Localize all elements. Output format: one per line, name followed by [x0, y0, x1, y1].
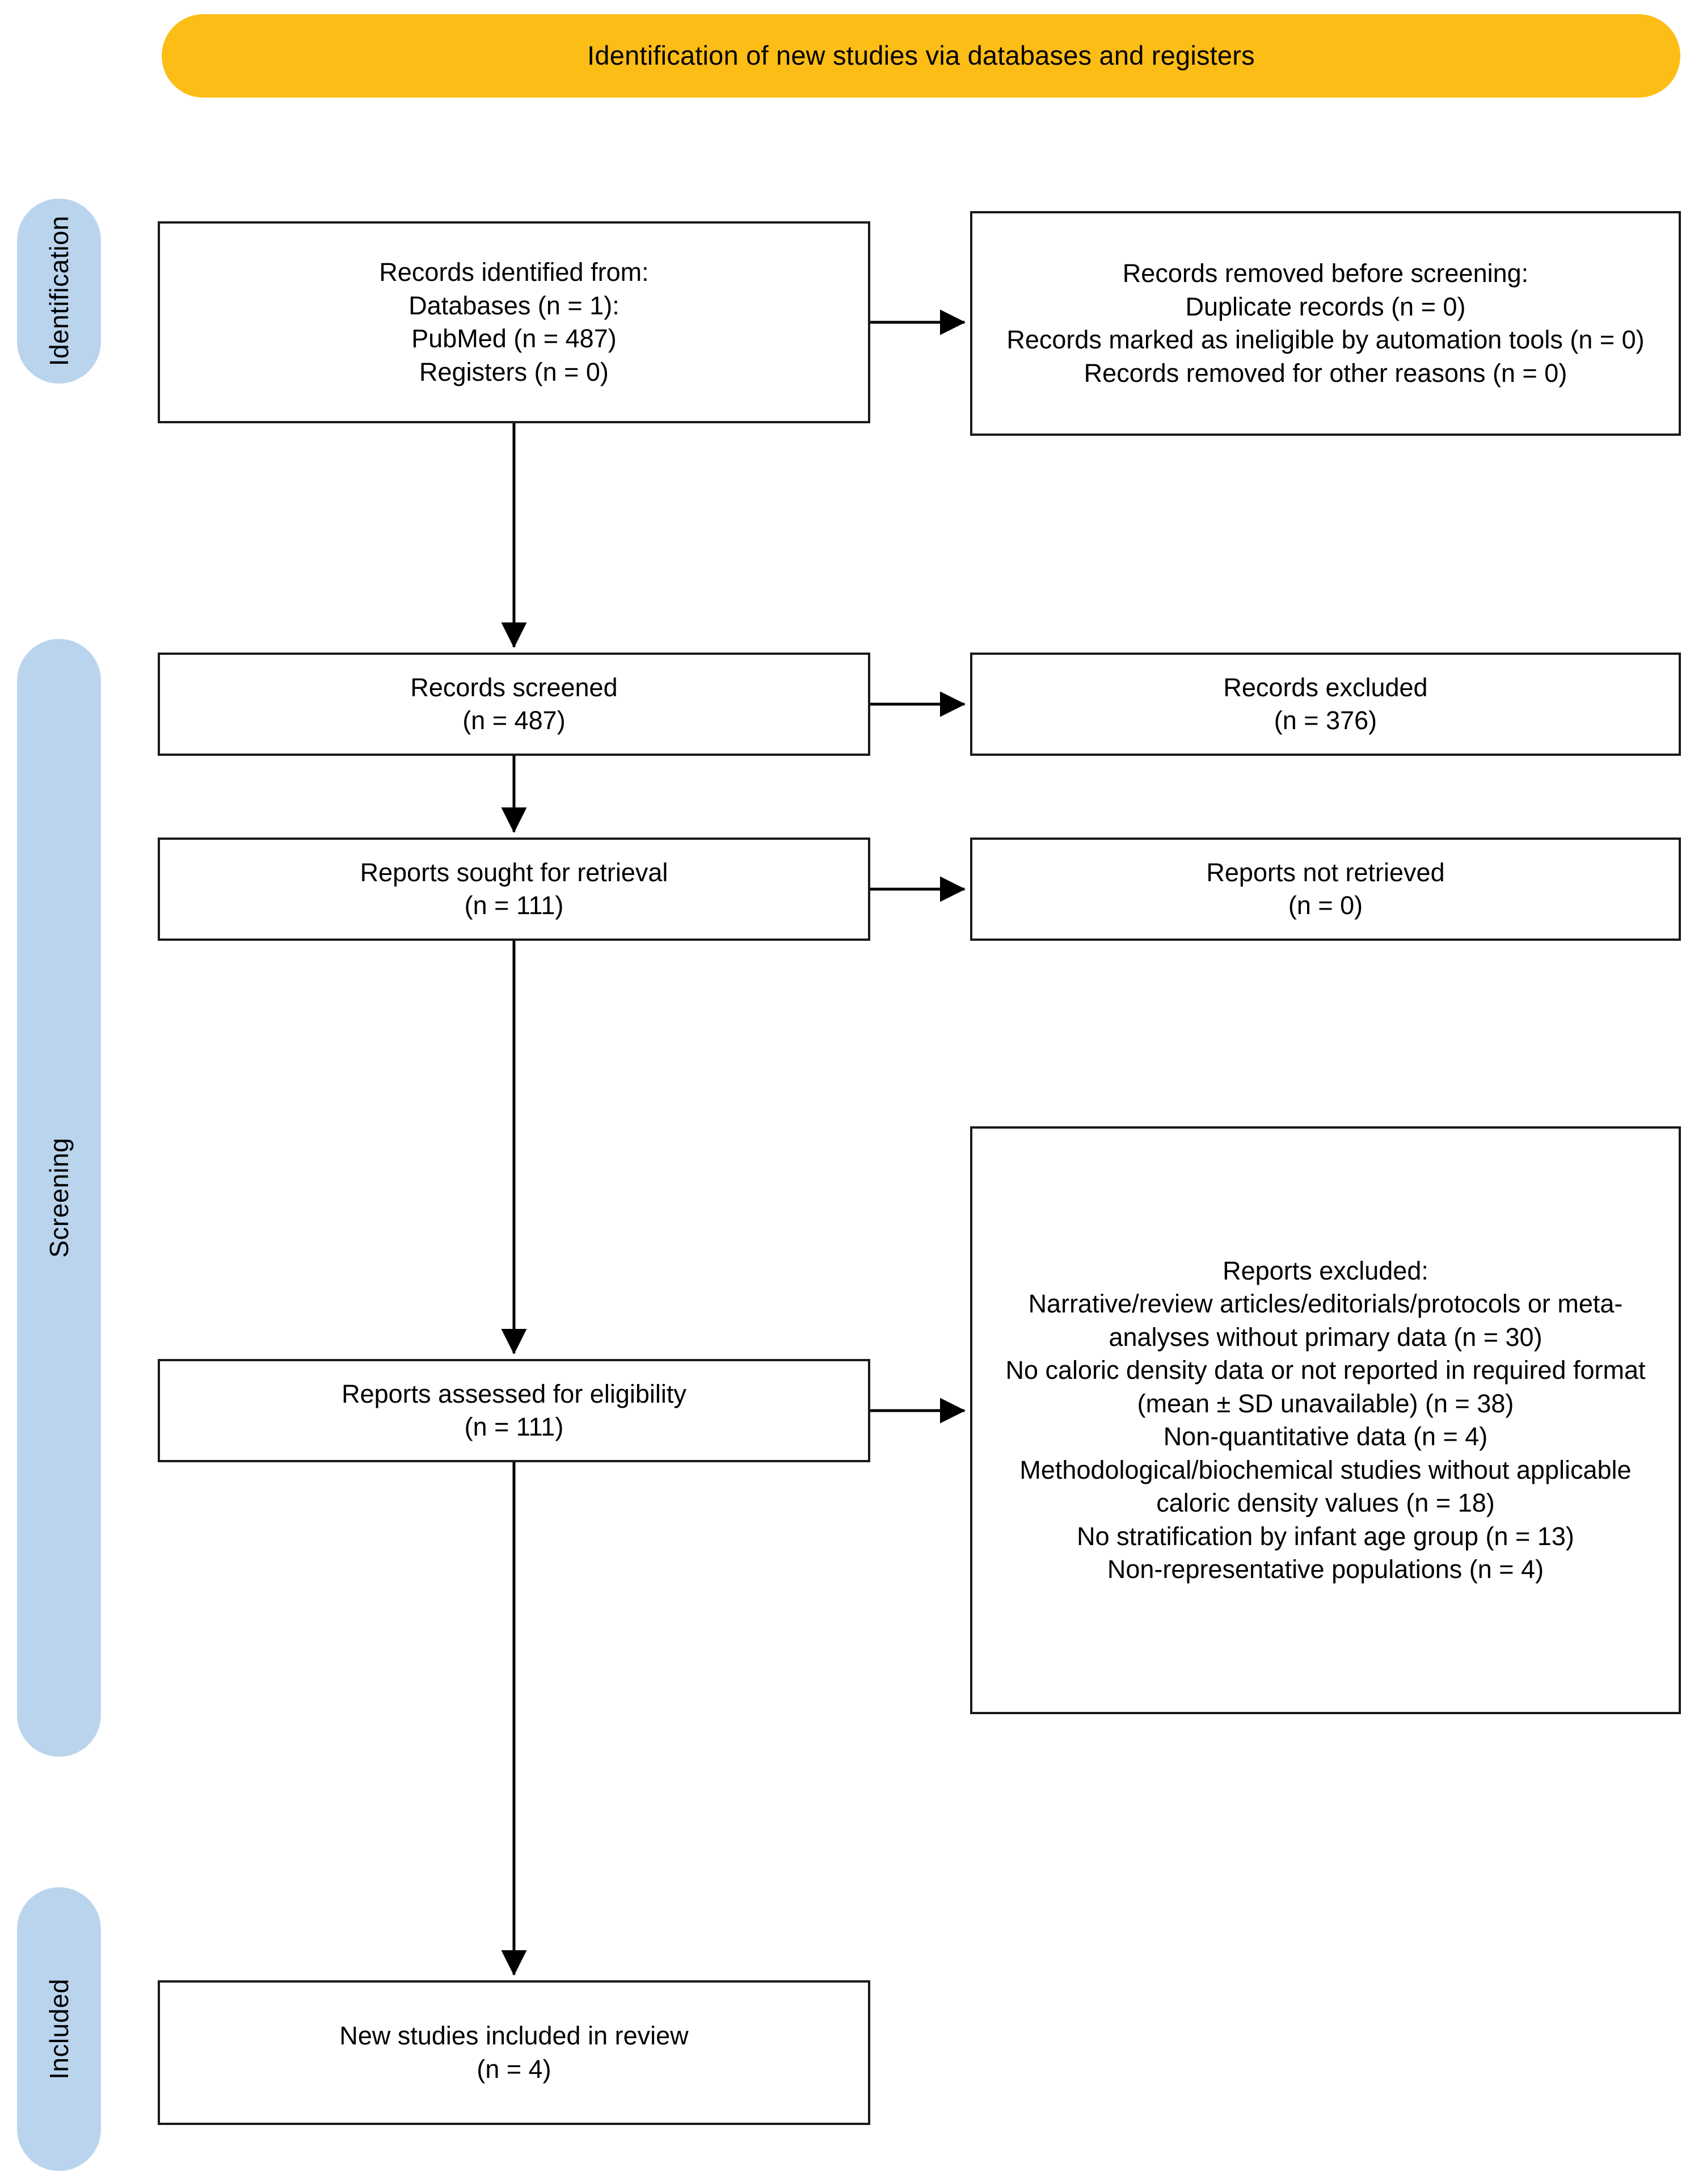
box-reports-excluded: Reports excluded: Narrative/review artic…	[970, 1126, 1681, 1714]
box-records-screened: Records screened (n = 487)	[158, 653, 870, 756]
stage-tab-screening: Screening	[17, 639, 101, 1757]
box-records-excluded-text: Records excluded (n = 376)	[1223, 672, 1428, 735]
box-reports-sought-for-retrieval: Reports sought for retrieval (n = 111)	[158, 838, 870, 941]
stage-tab-screening-label: Screening	[44, 1138, 74, 1258]
box-reports-assessed-for-eligibility: Reports assessed for eligibility (n = 11…	[158, 1359, 870, 1462]
box-records-screened-text: Records screened (n = 487)	[410, 672, 618, 735]
box-new-studies-included-text: New studies included in review (n = 4)	[339, 2021, 689, 2084]
box-records-removed-text: Records removed before screening: Duplic…	[1006, 259, 1645, 388]
box-reports-assessed-text: Reports assessed for eligibility (n = 11…	[342, 1379, 686, 1442]
box-reports-not-retrieved: Reports not retrieved (n = 0)	[970, 838, 1681, 941]
diagram-title: Identification of new studies via databa…	[587, 40, 1255, 71]
stage-tab-included-label: Included	[44, 1979, 74, 2080]
stage-tab-included: Included	[17, 1887, 101, 2171]
box-records-removed-before-screening: Records removed before screening: Duplic…	[970, 211, 1681, 436]
box-reports-not-retrieved-text: Reports not retrieved (n = 0)	[1206, 857, 1445, 920]
box-records-excluded: Records excluded (n = 376)	[970, 653, 1681, 756]
stage-tab-identification-label: Identification	[44, 216, 74, 367]
box-new-studies-included: New studies included in review (n = 4)	[158, 1980, 870, 2125]
stage-tab-identification: Identification	[17, 199, 101, 384]
box-reports-excluded-text: Reports excluded: Narrative/review artic…	[1005, 1256, 1646, 1584]
box-records-identified: Records identified from: Databases (n = …	[158, 221, 870, 423]
box-reports-sought-text: Reports sought for retrieval (n = 111)	[360, 857, 668, 920]
box-records-identified-text: Records identified from: Databases (n = …	[379, 258, 649, 386]
diagram-header-banner: Identification of new studies via databa…	[162, 14, 1680, 98]
